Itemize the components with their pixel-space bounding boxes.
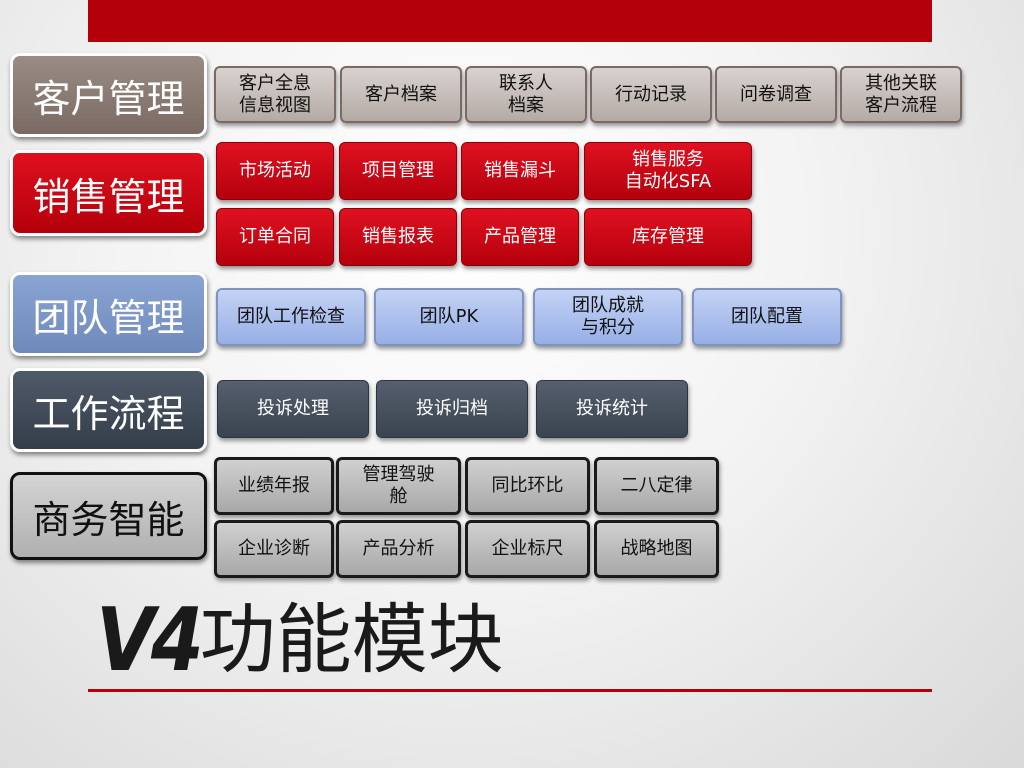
item-questionnaire[interactable]: 问卷调查 <box>715 66 837 123</box>
item-inventory-management[interactable]: 库存管理 <box>584 208 752 266</box>
item-customer-profile[interactable]: 客户档案 <box>340 66 462 123</box>
item-complaint-statistics[interactable]: 投诉统计 <box>536 380 688 438</box>
item-enterprise-benchmark[interactable]: 企业标尺 <box>465 520 590 578</box>
item-strategy-map[interactable]: 战略地图 <box>594 520 719 578</box>
category-team-management[interactable]: 团队管理 <box>10 272 207 356</box>
item-product-management[interactable]: 产品管理 <box>461 208 579 266</box>
item-team-work-check[interactable]: 团队工作检查 <box>216 288 366 346</box>
item-team-pk[interactable]: 团队PK <box>374 288 524 346</box>
item-complaint-handling[interactable]: 投诉处理 <box>217 380 369 438</box>
slide-title-text: 功能模块 <box>199 595 504 684</box>
category-customer-management[interactable]: 客户管理 <box>10 53 207 137</box>
bottom-red-line <box>88 689 932 692</box>
item-complaint-archive[interactable]: 投诉归档 <box>376 380 528 438</box>
item-other-customer-flow[interactable]: 其他关联 客户流程 <box>840 66 962 123</box>
item-action-records[interactable]: 行动记录 <box>590 66 712 123</box>
item-contact-profile[interactable]: 联系人 档案 <box>465 66 587 123</box>
item-sales-report[interactable]: 销售报表 <box>339 208 457 266</box>
item-customer-360-view[interactable]: 客户全息 信息视图 <box>214 66 336 123</box>
category-workflow[interactable]: 工作流程 <box>10 368 207 452</box>
item-marketing-campaign[interactable]: 市场活动 <box>216 142 334 200</box>
item-product-analysis[interactable]: 产品分析 <box>336 520 461 578</box>
item-management-cockpit[interactable]: 管理驾驶 舱 <box>336 457 461 515</box>
item-annual-performance-report[interactable]: 业绩年报 <box>214 457 334 515</box>
item-yoy-mom-comparison[interactable]: 同比环比 <box>465 457 590 515</box>
slide-title-version: V4 <box>96 588 204 691</box>
item-team-configuration[interactable]: 团队配置 <box>692 288 842 346</box>
category-sales-management[interactable]: 销售管理 <box>10 150 207 236</box>
category-business-intelligence[interactable]: 商务智能 <box>10 472 207 560</box>
item-sales-funnel[interactable]: 销售漏斗 <box>461 142 579 200</box>
top-red-bar <box>88 0 932 42</box>
item-team-achievement-points[interactable]: 团队成就 与积分 <box>533 288 683 346</box>
item-sales-force-automation[interactable]: 销售服务 自动化SFA <box>584 142 752 200</box>
slide-title: V4功能模块 <box>96 588 504 692</box>
item-order-contract[interactable]: 订单合同 <box>216 208 334 266</box>
item-pareto-principle[interactable]: 二八定律 <box>594 457 719 515</box>
item-enterprise-diagnosis[interactable]: 企业诊断 <box>214 520 334 578</box>
item-project-management[interactable]: 项目管理 <box>339 142 457 200</box>
